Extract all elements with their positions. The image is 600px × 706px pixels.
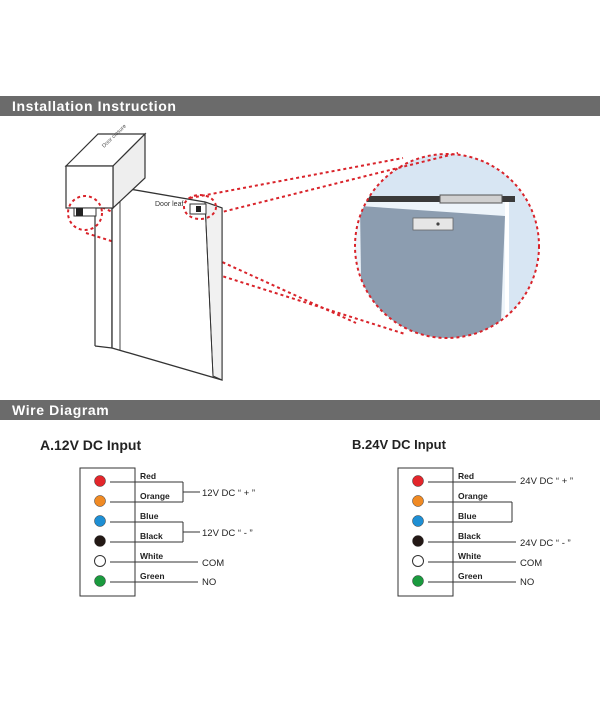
wire-dot-green (412, 575, 424, 587)
wire-label: Blue (458, 511, 477, 521)
connector-box (397, 467, 454, 597)
wire-dot-blue (94, 515, 106, 527)
zoom-marker-closure (67, 195, 103, 231)
wire-dot-white (412, 555, 424, 567)
bridge-lines (182, 482, 200, 542)
note-com: COM (202, 558, 224, 569)
door-leaf-label: Door leaf (155, 201, 183, 208)
wire-dot-red (412, 475, 424, 487)
wire-row-white: White (412, 551, 516, 567)
wire-label: Orange (458, 491, 488, 501)
zoom-marker-strike (183, 194, 217, 220)
wire-dot-orange (412, 495, 424, 507)
wire-dot-black (94, 535, 106, 547)
zoom-detail-circle (354, 153, 540, 339)
wire-row-red: Red (94, 471, 183, 487)
installation-illustration: Door closure Door leaf (64, 123, 540, 381)
wire-dot-blue (412, 515, 424, 527)
strike-plate (189, 203, 207, 215)
wire-label: Black (140, 531, 163, 541)
wire-row-blue: Blue (412, 511, 512, 527)
wire-dot-white (94, 555, 106, 567)
wire-label: Green (140, 571, 165, 581)
wire-label: Red (140, 471, 156, 481)
diagram-a-title: A.12V DC Input (40, 437, 142, 453)
wire-row-black: Black (94, 531, 183, 547)
diagram-b-title: B.24V DC Input (352, 437, 446, 452)
wire-row-orange: Orange (412, 491, 512, 507)
wire-row-blue: Blue (94, 511, 183, 527)
wire-dot-green (94, 575, 106, 587)
note-minus: 12V DC “ - ” (202, 528, 253, 539)
wire-label: Orange (140, 491, 170, 501)
note-minus: 24V DC “ - ” (520, 538, 571, 549)
wire-label: White (458, 551, 481, 561)
note-no: NO (202, 577, 216, 588)
wire-label: Red (458, 471, 474, 481)
connector-box (79, 467, 136, 597)
wire-dot-red (94, 475, 106, 487)
note-no: NO (520, 577, 534, 588)
wire-row-orange: Orange (94, 491, 183, 507)
wire-dot-black (412, 535, 424, 547)
wire-label: White (140, 551, 163, 561)
note-plus: 24V DC “ + ” (520, 476, 573, 487)
wire-row-white: White (94, 551, 198, 567)
wire-row-green: Green (412, 571, 516, 587)
wire-row-black: Black (412, 531, 516, 547)
wire-row-green: Green (94, 571, 198, 587)
note-com: COM (520, 558, 542, 569)
wire-diagram-header: Wire Diagram (0, 400, 600, 420)
door-leaf (111, 185, 223, 381)
wire-dot-orange (94, 495, 106, 507)
wire-label: Black (458, 531, 481, 541)
wire-row-red: Red (412, 471, 516, 487)
installation-header: Installation Instruction (0, 96, 600, 116)
wire-label: Blue (140, 511, 159, 521)
door-frame (94, 200, 113, 349)
note-plus: 12V DC “ + ” (202, 488, 255, 499)
wire-label: Green (458, 571, 483, 581)
